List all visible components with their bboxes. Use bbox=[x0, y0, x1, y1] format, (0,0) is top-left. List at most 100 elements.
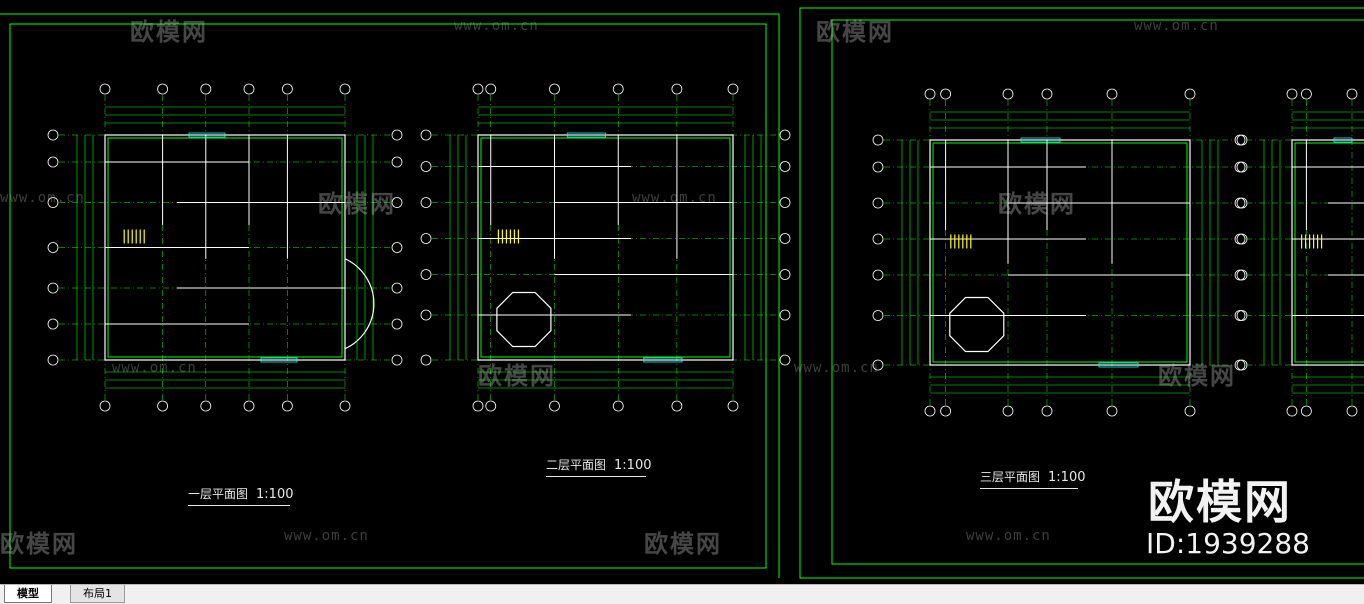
axis-bubble bbox=[779, 354, 791, 366]
axis-bubble bbox=[243, 83, 255, 95]
watermark-url: www.om.cn bbox=[112, 360, 197, 376]
axis-bubble bbox=[243, 400, 255, 412]
window bbox=[1333, 137, 1353, 143]
axis-bubble bbox=[671, 400, 683, 412]
axis-bubble bbox=[47, 129, 59, 141]
axis-bubble bbox=[612, 400, 624, 412]
axis-bubble bbox=[420, 161, 432, 172]
watermark-brand: 欧模网 bbox=[0, 530, 78, 558]
axis-bubble bbox=[1346, 405, 1358, 417]
axis-bubble bbox=[1234, 269, 1246, 281]
axis-bubble bbox=[779, 129, 791, 141]
axis-bubble bbox=[872, 359, 884, 371]
axis-bubble bbox=[1234, 359, 1246, 371]
axis-bubble bbox=[549, 83, 560, 95]
axis-bubble bbox=[47, 318, 59, 330]
axis-bubble bbox=[281, 400, 293, 412]
axis-bubble bbox=[1234, 233, 1246, 245]
plan-title-underline-3 bbox=[980, 488, 1078, 489]
sheet-inner-border bbox=[831, 19, 1364, 565]
watermark-brand: 欧模网 bbox=[778, 12, 894, 47]
watermark-url: www.om.cn bbox=[284, 528, 369, 544]
axis-bubble bbox=[1286, 405, 1298, 417]
third-floor-plan bbox=[872, 88, 1248, 417]
sheet-border bbox=[9, 23, 767, 569]
sofa-logo-icon bbox=[280, 196, 314, 214]
watermark-brand: 欧模网 bbox=[1120, 356, 1236, 391]
axis-bubble bbox=[727, 83, 739, 95]
axis-bubble bbox=[1184, 88, 1196, 100]
model-id-label: ID:1939288 bbox=[1146, 527, 1310, 560]
axis-bubble bbox=[485, 83, 497, 95]
axis-bubble bbox=[1236, 134, 1248, 146]
sheet-frame-right bbox=[799, 7, 1364, 579]
window bbox=[1020, 137, 1061, 143]
axis-bubble bbox=[872, 233, 884, 245]
axis-bubble bbox=[420, 269, 432, 280]
axis-bubble bbox=[1286, 88, 1298, 100]
sofa-logo-icon bbox=[606, 536, 640, 554]
axis-bubble bbox=[47, 197, 59, 208]
floor-plan-drawing bbox=[0, 7, 1364, 579]
second-floor-plan bbox=[420, 83, 791, 412]
first-floor-plan bbox=[47, 83, 403, 412]
plan-title-underline-1 bbox=[188, 505, 290, 506]
sheet-border bbox=[799, 7, 1364, 579]
watermark-url: www.om.cn bbox=[794, 360, 879, 376]
axis-bubble bbox=[1002, 88, 1014, 100]
axis-bubble bbox=[1236, 269, 1248, 281]
axis-bubble bbox=[485, 400, 497, 412]
axis-bubble bbox=[1234, 161, 1246, 173]
axis-bubble bbox=[872, 269, 884, 281]
watermark-url: www.om.cn bbox=[632, 190, 717, 206]
axis-bubble bbox=[281, 83, 293, 95]
curved-wall bbox=[344, 258, 375, 350]
axis-bubble bbox=[1236, 197, 1248, 209]
axis-bubble bbox=[1236, 233, 1248, 245]
sofa-logo-icon bbox=[92, 24, 126, 42]
exterior-wall bbox=[929, 139, 1191, 366]
axis-bubble bbox=[391, 156, 403, 168]
layout-tab-bar: 模型 布局1 bbox=[0, 584, 1364, 604]
octagonal-bay bbox=[949, 296, 1005, 353]
window bbox=[643, 357, 683, 363]
watermark-url: www.om.cn bbox=[1134, 18, 1219, 34]
roof-plan-partial bbox=[1234, 88, 1364, 417]
axis-bubble bbox=[472, 83, 484, 95]
axis-bubble bbox=[1301, 405, 1312, 417]
watermark-brand: 欧模网 bbox=[606, 524, 722, 559]
axis-bubble bbox=[1002, 405, 1014, 417]
axis-bubble bbox=[1041, 88, 1053, 100]
tab-layout1[interactable]: 布局1 bbox=[70, 585, 125, 603]
axis-bubble bbox=[779, 269, 791, 280]
axis-bubble bbox=[472, 400, 484, 412]
wall-core bbox=[480, 137, 731, 358]
axis-bubble bbox=[924, 405, 936, 417]
watermark-brand: 欧模网 bbox=[92, 12, 208, 47]
sofa-logo-icon bbox=[1120, 368, 1154, 386]
axis-bubble bbox=[391, 282, 403, 294]
axis-bubble bbox=[1301, 88, 1312, 100]
axis-bubble bbox=[200, 400, 212, 412]
axis-bubble bbox=[47, 156, 59, 168]
axis-bubble bbox=[1346, 88, 1358, 100]
axis-bubble bbox=[1234, 310, 1246, 321]
tab-model[interactable]: 模型 bbox=[4, 585, 52, 603]
axis-bubble bbox=[779, 197, 791, 208]
axis-bubble bbox=[391, 318, 403, 330]
axis-bubble bbox=[391, 197, 403, 208]
axis-bubble bbox=[1184, 405, 1196, 417]
axis-bubble bbox=[391, 354, 403, 366]
axis-bubble bbox=[872, 310, 884, 321]
axis-bubble bbox=[612, 83, 624, 95]
watermark-brand: 欧模网 bbox=[960, 184, 1076, 219]
axis-bubble bbox=[940, 405, 951, 417]
axis-bubble bbox=[1236, 359, 1248, 371]
watermark-url: www.om.cn bbox=[0, 190, 85, 206]
axis-bubble bbox=[1041, 405, 1053, 417]
axis-bubble bbox=[420, 197, 432, 208]
